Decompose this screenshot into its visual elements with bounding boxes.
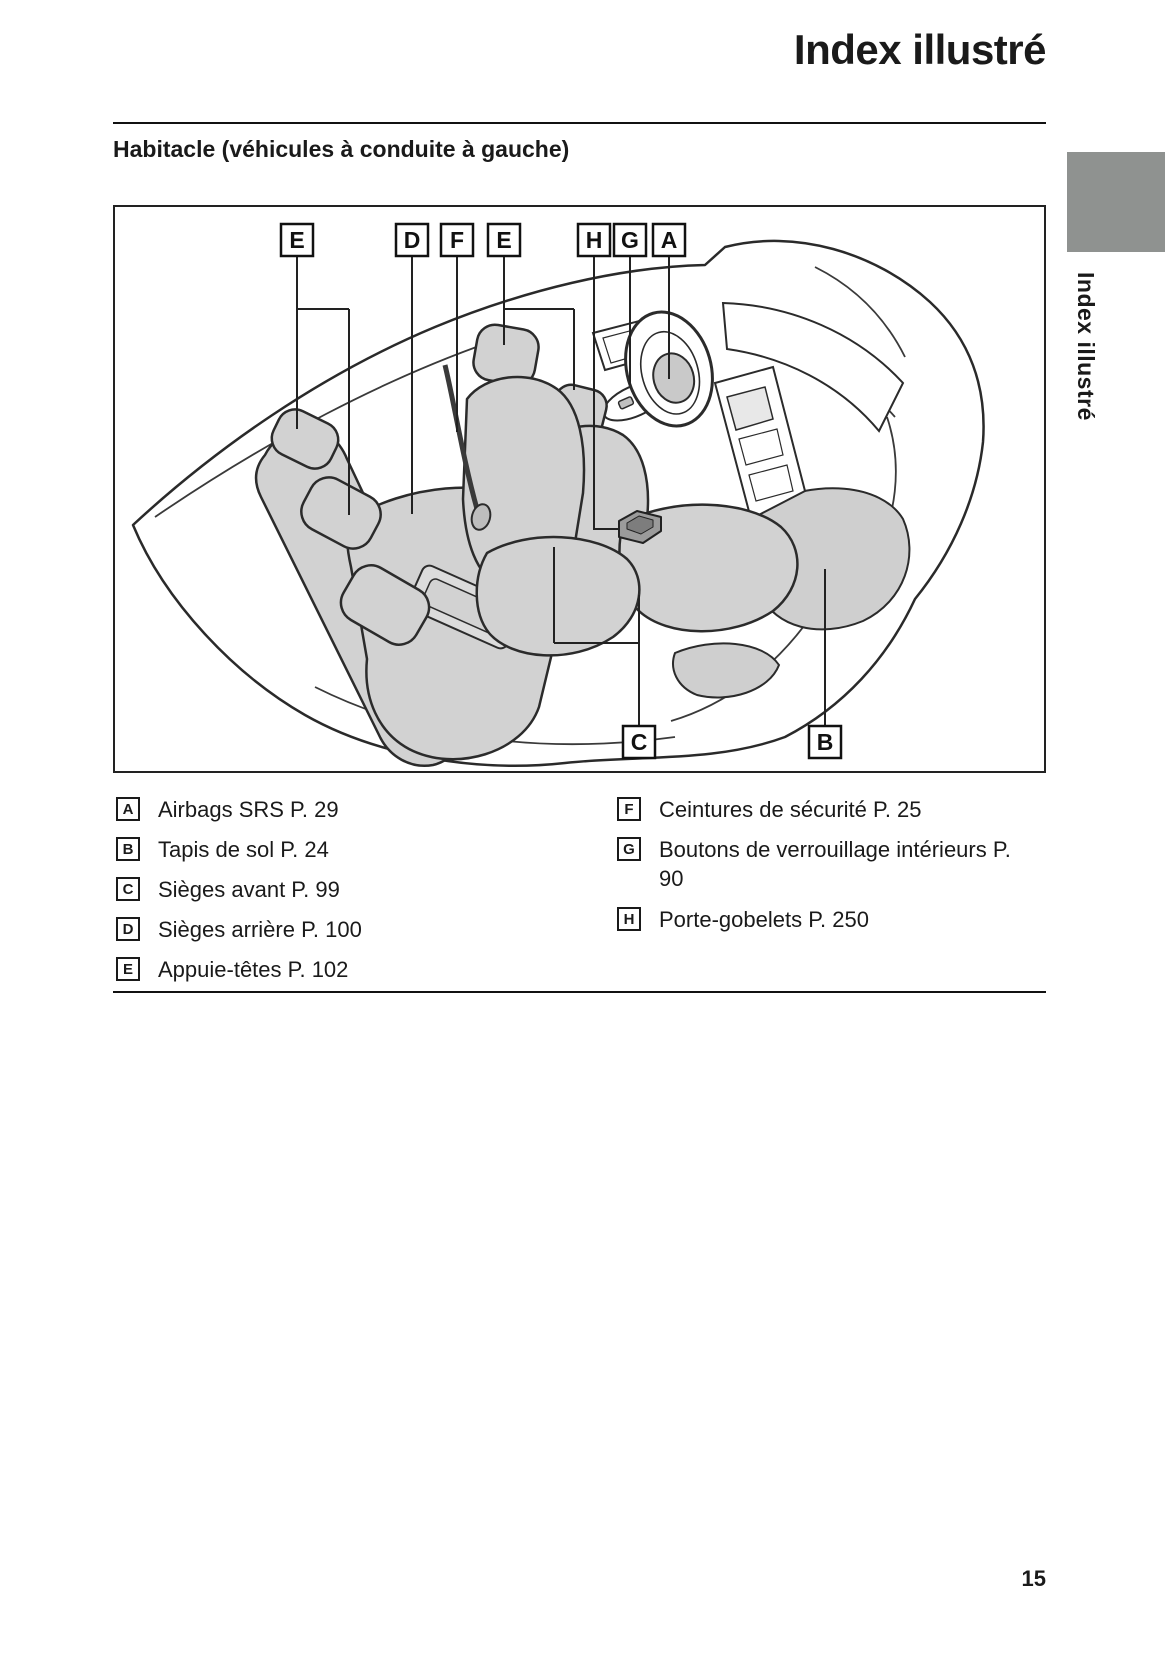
legend-label: Sièges avant P. 99 bbox=[158, 877, 340, 902]
callout-H: H bbox=[576, 222, 612, 258]
svg-text:G: G bbox=[621, 227, 639, 253]
legend-key-badge: A bbox=[116, 797, 140, 821]
driver-floor-mat bbox=[672, 642, 781, 699]
legend-label: Boutons de verrouillage intérieurs P. 90 bbox=[659, 837, 1011, 892]
front-passenger-seat bbox=[442, 323, 641, 657]
legend-label: Appuie-têtes P. 102 bbox=[158, 957, 349, 982]
section-heading: Habitacle (véhicules à conduite à gauche… bbox=[113, 136, 570, 162]
svg-text:D: D bbox=[404, 227, 421, 253]
legend-item-airbags: A Airbags SRS P. 29 bbox=[116, 795, 339, 824]
legend-item-floor-mats: B Tapis de sol P. 24 bbox=[116, 835, 329, 864]
title-divider bbox=[113, 122, 1046, 124]
callout-G: G bbox=[612, 222, 648, 258]
legend-key-badge: H bbox=[617, 907, 641, 931]
callout-E-front: E bbox=[486, 222, 522, 258]
legend-label: Tapis de sol P. 24 bbox=[158, 837, 329, 862]
svg-text:E: E bbox=[289, 227, 304, 253]
chapter-tab bbox=[1067, 152, 1165, 252]
svg-text:E: E bbox=[496, 227, 511, 253]
front-seat-cushion bbox=[475, 535, 641, 657]
legend-key-badge: C bbox=[116, 877, 140, 901]
legend-key-badge: B bbox=[116, 837, 140, 861]
legend-key-badge: E bbox=[116, 957, 140, 981]
legend-item-rear-seats: D Sièges arrière P. 100 bbox=[116, 915, 362, 944]
legend-label: Airbags SRS P. 29 bbox=[158, 797, 339, 822]
callout-boxes: E D F E H G A C B bbox=[279, 222, 843, 760]
legend-label: Ceintures de sécurité P. 25 bbox=[659, 797, 922, 822]
svg-text:A: A bbox=[661, 227, 678, 253]
seat-belt-buckle bbox=[470, 503, 492, 531]
callout-C: C bbox=[621, 724, 657, 760]
rear-headrest-3 bbox=[339, 564, 431, 646]
legend-label: Sièges arrière P. 100 bbox=[158, 917, 362, 942]
svg-text:H: H bbox=[586, 227, 603, 253]
legend-key-badge: F bbox=[617, 797, 641, 821]
legend-key-badge: D bbox=[116, 917, 140, 941]
legend-item-head-restraints: E Appuie-têtes P. 102 bbox=[116, 955, 348, 984]
seat-belt bbox=[442, 364, 480, 510]
svg-text:F: F bbox=[450, 227, 464, 253]
legend-key-badge: G bbox=[617, 837, 641, 861]
svg-text:B: B bbox=[817, 729, 834, 755]
interior-diagram-frame: E D F E H G A C B bbox=[113, 205, 1046, 773]
callout-F: F bbox=[439, 222, 475, 258]
svg-text:C: C bbox=[631, 729, 648, 755]
legend-label: Porte-gobelets P. 250 bbox=[659, 907, 869, 932]
cup-holder bbox=[618, 510, 662, 544]
page-number: 15 bbox=[1021, 1566, 1046, 1591]
callout-lines bbox=[296, 256, 826, 726]
legend-item-seat-belts: F Ceintures de sécurité P. 25 bbox=[617, 795, 1024, 824]
rear-headrest-2 bbox=[300, 476, 382, 550]
callout-D: D bbox=[394, 222, 430, 258]
chapter-tab-label: Index illustré bbox=[1073, 272, 1099, 421]
legend-item-lock-buttons: G Boutons de verrouillage intérieurs P. … bbox=[617, 835, 1024, 893]
page-title: Index illustré bbox=[793, 26, 1047, 73]
car-interior-illustration: E D F E H G A C B bbox=[131, 222, 985, 767]
callout-E-rear: E bbox=[279, 222, 315, 258]
rear-headrest-1 bbox=[270, 408, 340, 470]
legend-item-cup-holders: H Porte-gobelets P. 250 bbox=[617, 905, 1024, 934]
callout-A: A bbox=[651, 222, 687, 258]
legend-item-front-seats: C Sièges avant P. 99 bbox=[116, 875, 340, 904]
airbag-hub bbox=[652, 352, 696, 404]
legend-divider bbox=[113, 991, 1046, 993]
callout-B: B bbox=[807, 724, 843, 760]
